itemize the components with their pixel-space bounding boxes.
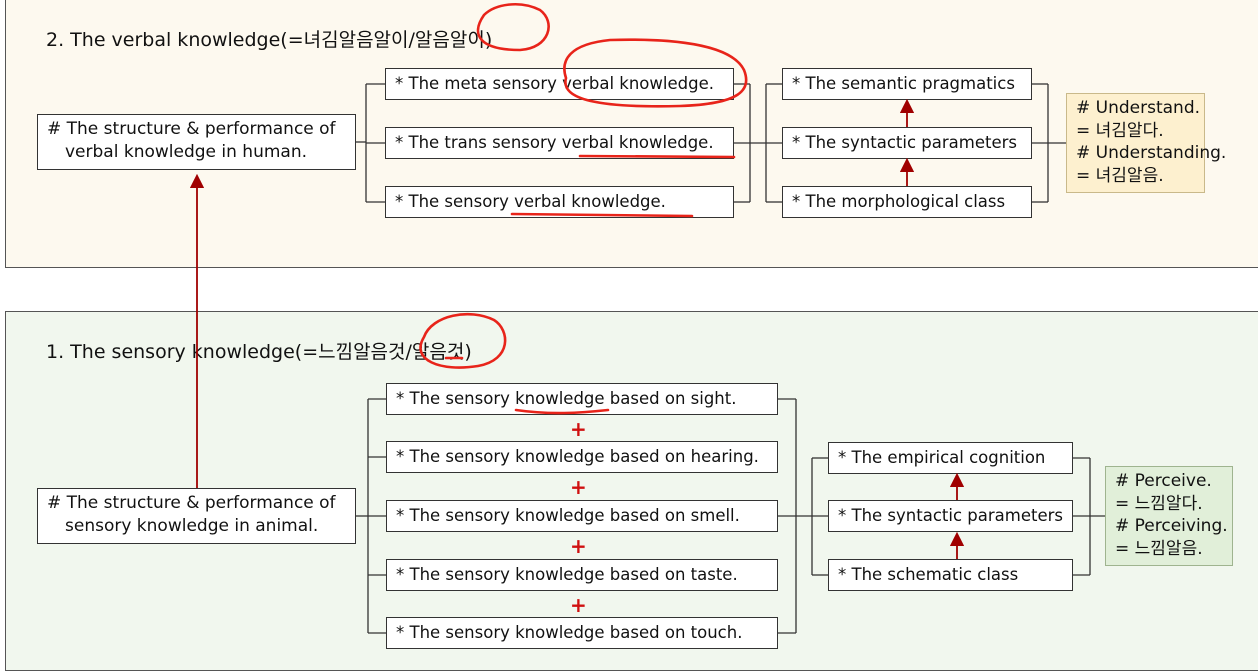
- verbal-note-line: # Understand.: [1076, 98, 1201, 118]
- plus-sign: +: [570, 475, 587, 499]
- sensory-item-sight: * The sensory knowledge based on sight.: [386, 383, 778, 415]
- sensory-item-smell: * The sensory knowledge based on smell.: [386, 500, 778, 532]
- sensory-note-line: # Perceive.: [1115, 471, 1212, 491]
- plus-sign: +: [570, 593, 587, 617]
- verbal-item-meta-sensory: * The meta sensory verbal knowledge.: [385, 68, 734, 100]
- verbal-note-line: = 녀김알음.: [1076, 165, 1164, 186]
- verbal-note-line: = 녀김알다.: [1076, 120, 1164, 141]
- verbal-root-line1: # The structure & performance of: [47, 119, 336, 139]
- sensory-item-touch: * The sensory knowledge based on touch.: [386, 617, 778, 649]
- sensory-root-box: # The structure & performance of sensory…: [37, 488, 356, 544]
- verbal-knowledge-title: 2. The verbal knowledge(=녀김알음알이/알음알이): [46, 29, 493, 51]
- sensory-level-syntactic-parameters: * The syntactic parameters: [828, 500, 1073, 532]
- verbal-root-line2: verbal knowledge in human.: [65, 142, 308, 162]
- verbal-level-morphological-class: * The morphological class: [782, 186, 1032, 218]
- verbal-item-trans-sensory: * The trans sensory verbal knowledge.: [385, 127, 734, 159]
- sensory-knowledge-title: 1. The sensory knowledge(=느낌알음것/알음것): [46, 341, 472, 363]
- sensory-root-line1: # The structure & performance of: [47, 493, 336, 513]
- verbal-item-sensory: * The sensory verbal knowledge.: [385, 186, 734, 218]
- verbal-level-semantic-pragmatics: * The semantic pragmatics: [782, 68, 1032, 100]
- sensory-note-line: = 느낌알다.: [1115, 493, 1203, 514]
- plus-sign: +: [570, 534, 587, 558]
- sensory-level-schematic-class: * The schematic class: [828, 559, 1073, 591]
- sensory-item-hearing: * The sensory knowledge based on hearing…: [386, 441, 778, 473]
- verbal-root-box: # The structure & performance of verbal …: [37, 114, 356, 170]
- sensory-level-empirical-cognition: * The empirical cognition: [828, 442, 1073, 474]
- sensory-item-taste: * The sensory knowledge based on taste.: [386, 559, 778, 591]
- verbal-note-line: # Understanding.: [1076, 143, 1227, 163]
- sensory-root-line2: sensory knowledge in animal.: [65, 516, 319, 536]
- verbal-note: # Understand. = 녀김알다. # Understanding. =…: [1066, 93, 1227, 193]
- verbal-level-syntactic-parameters: * The syntactic parameters: [782, 127, 1032, 159]
- sensory-note-line: = 느낌알음.: [1115, 538, 1203, 559]
- sensory-note-line: # Perceiving.: [1115, 516, 1228, 536]
- plus-sign: +: [570, 417, 587, 441]
- sensory-note: # Perceive. = 느낌알다. # Perceiving. = 느낌알음…: [1105, 466, 1233, 566]
